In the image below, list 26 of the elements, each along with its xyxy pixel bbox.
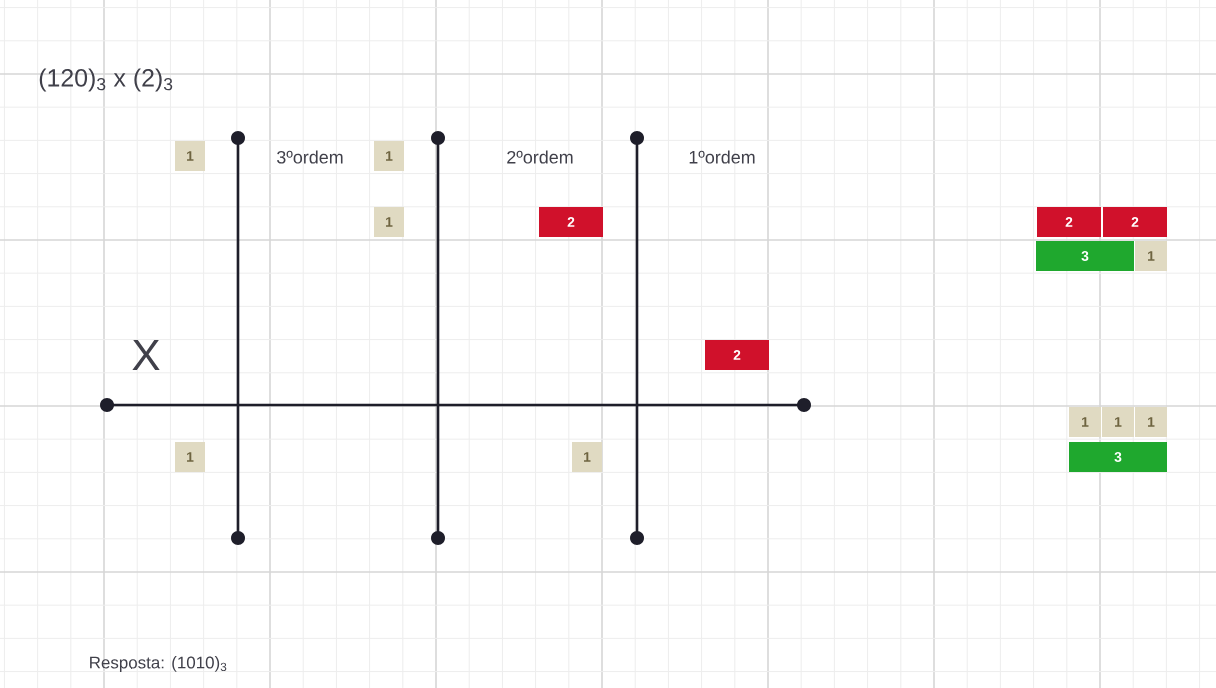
number-block: 1 [1069, 407, 1101, 437]
title: (120)$_{3}$ x (2)$_{3}$ [39, 68, 173, 92]
number-block: 2 [539, 207, 603, 237]
number-block: 1 [1135, 241, 1167, 271]
order-label: 1ºordem [689, 150, 755, 164]
order-label: 2ºordem [507, 150, 573, 164]
node-label: 1 [1115, 417, 1122, 427]
node-label: 2 [1065, 217, 1073, 227]
number-block: 3 [1069, 442, 1167, 472]
node-label: 1 [1148, 417, 1155, 427]
node-label: 1 [1082, 417, 1089, 427]
answer-text: Resposta: (1010)$_{3}$ [90, 656, 227, 672]
number-block: 1 [1102, 407, 1134, 437]
number-block: 3 [1036, 241, 1134, 271]
multiplication-sign: X [132, 339, 160, 371]
order-label: 3ºordem [277, 150, 343, 164]
node-label: 2 [1131, 217, 1139, 227]
number-block: 1 [1135, 407, 1167, 437]
number-block: 2 [1037, 207, 1101, 237]
number-block: 1 [175, 442, 205, 472]
number-block: 1 [374, 141, 404, 171]
number-block: 2 [1103, 207, 1167, 237]
number-block: 1 [374, 207, 404, 237]
number-block: 1 [175, 141, 205, 171]
number-block: 2 [705, 340, 769, 370]
number-block: 1 [572, 442, 602, 472]
